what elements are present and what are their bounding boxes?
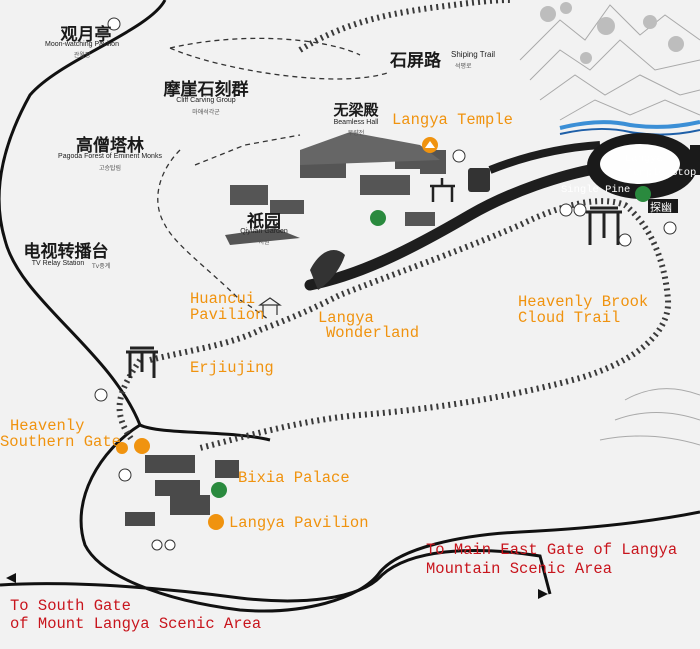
gate-sign: [648, 199, 678, 213]
cliff-carving-zh: 摩崖石刻群: [163, 80, 249, 100]
dashed-trails: [157, 37, 391, 321]
cliff-carving-en: Cliff Carving Group: [176, 97, 236, 104]
qiyuan-garden-ko: 치원: [258, 239, 270, 246]
tv-relay-en: TV Relay Station: [31, 260, 85, 267]
heavenly-brook-label-2: Cloud Trail: [518, 309, 621, 327]
tv-relay-zh: 电视转播台: [23, 242, 109, 262]
moon-pavilion-zh: 观月亭: [60, 25, 112, 45]
pagoda-forest-ko: 고승탑림: [98, 165, 122, 172]
beamless-hall-ko: 무량전: [347, 130, 365, 137]
gate-sign-label: 探幽: [650, 203, 672, 215]
southern-gate-label-1: Heavenly: [10, 417, 85, 435]
south-road: [79, 423, 700, 613]
south-gate-label-1: To South Gate: [10, 597, 131, 615]
east-gate-label-2: Mountain Scenic Area: [426, 560, 613, 578]
tree-cluster: [540, 2, 684, 64]
tv-relay-ko: Tv중계: [92, 263, 111, 270]
pagoda-forest-en: Pagoda Forest of Eminent Monks: [58, 153, 162, 160]
east-arrow-icon: [538, 589, 548, 599]
restroom-icon-3: [211, 482, 227, 498]
temple-stop-island: [600, 144, 680, 184]
wonderland-label-2: Wonderland: [326, 324, 420, 342]
southern-gate-label-2: Southern Gate: [0, 433, 121, 451]
restroom-icon: [370, 210, 386, 226]
erjiujing-gate-icon: [126, 346, 158, 378]
qiyuan-garden-zh: 祇园: [247, 212, 281, 232]
palace-buildings: [125, 455, 239, 526]
heavenly-brook-label-1: Heavenly Brook: [518, 293, 649, 311]
south-arrow-icon: [6, 573, 16, 583]
temple-gate-icon: [430, 178, 455, 202]
temple-stop-label-1: Langya: [625, 153, 663, 165]
langya-temple-label: Langya Temple: [392, 111, 513, 129]
bixia-palace-label: Bixia Palace: [238, 469, 350, 487]
east-gate-label-1: To Main East Gate of Langya: [426, 541, 678, 559]
erjiujing-label: Erjiujing: [190, 359, 274, 377]
langya-pavilion-label: Langya Pavilion: [229, 514, 369, 532]
temple-glyph-icon: [425, 141, 435, 148]
stepped-trails: [116, 0, 672, 451]
south-gate-label-2: of Mount Langya Scenic Area: [10, 615, 262, 633]
bus-icon: [468, 168, 490, 192]
info-marker-icon: [116, 442, 128, 454]
huancui-label-1: Huancui: [190, 290, 256, 308]
main-paved-path: [304, 162, 606, 291]
shiping-trail-zh: 石屏路: [390, 51, 441, 71]
pagoda-forest-zh: 高僧塔林: [76, 136, 144, 156]
river-bank: [559, 127, 700, 136]
moon-pavilion-en: Moon-watching Pavilion: [45, 41, 119, 48]
cliff-carving-ko: 마애석각군: [192, 109, 220, 116]
moon-pavilion-ko: 관월정: [73, 52, 91, 59]
paved-path-upper: [488, 141, 601, 174]
beamless-hall-zh: 无梁殿: [333, 101, 379, 119]
qiyuan-garden-en: Qiyuan Garden: [240, 228, 288, 235]
shiping-trail-ko: 석평로: [455, 63, 472, 70]
gate-marker-icon: [134, 438, 150, 454]
wonderland-label-1: Langya: [318, 309, 374, 327]
west-road: [0, 0, 167, 426]
mountain-scenery: [519, 4, 700, 446]
small-service-icons: [94, 17, 677, 551]
south-exit-road: [0, 549, 552, 603]
single-pine-label: Single Pine: [561, 184, 631, 196]
restroom-icon-2: [635, 186, 651, 202]
huancui-pavilion-icon: [258, 297, 282, 315]
temple-stop-label-2: Temple Stop: [627, 167, 697, 179]
beamless-hall-en: Beamless Hall: [333, 119, 379, 126]
pavilion-marker-icon: [208, 514, 224, 530]
huancui-label-2: Pavilion: [190, 306, 265, 324]
single-pine-gate-icon: [586, 206, 622, 245]
river: [559, 120, 700, 130]
shiping-trail-en: Shiping Trail: [451, 50, 496, 59]
